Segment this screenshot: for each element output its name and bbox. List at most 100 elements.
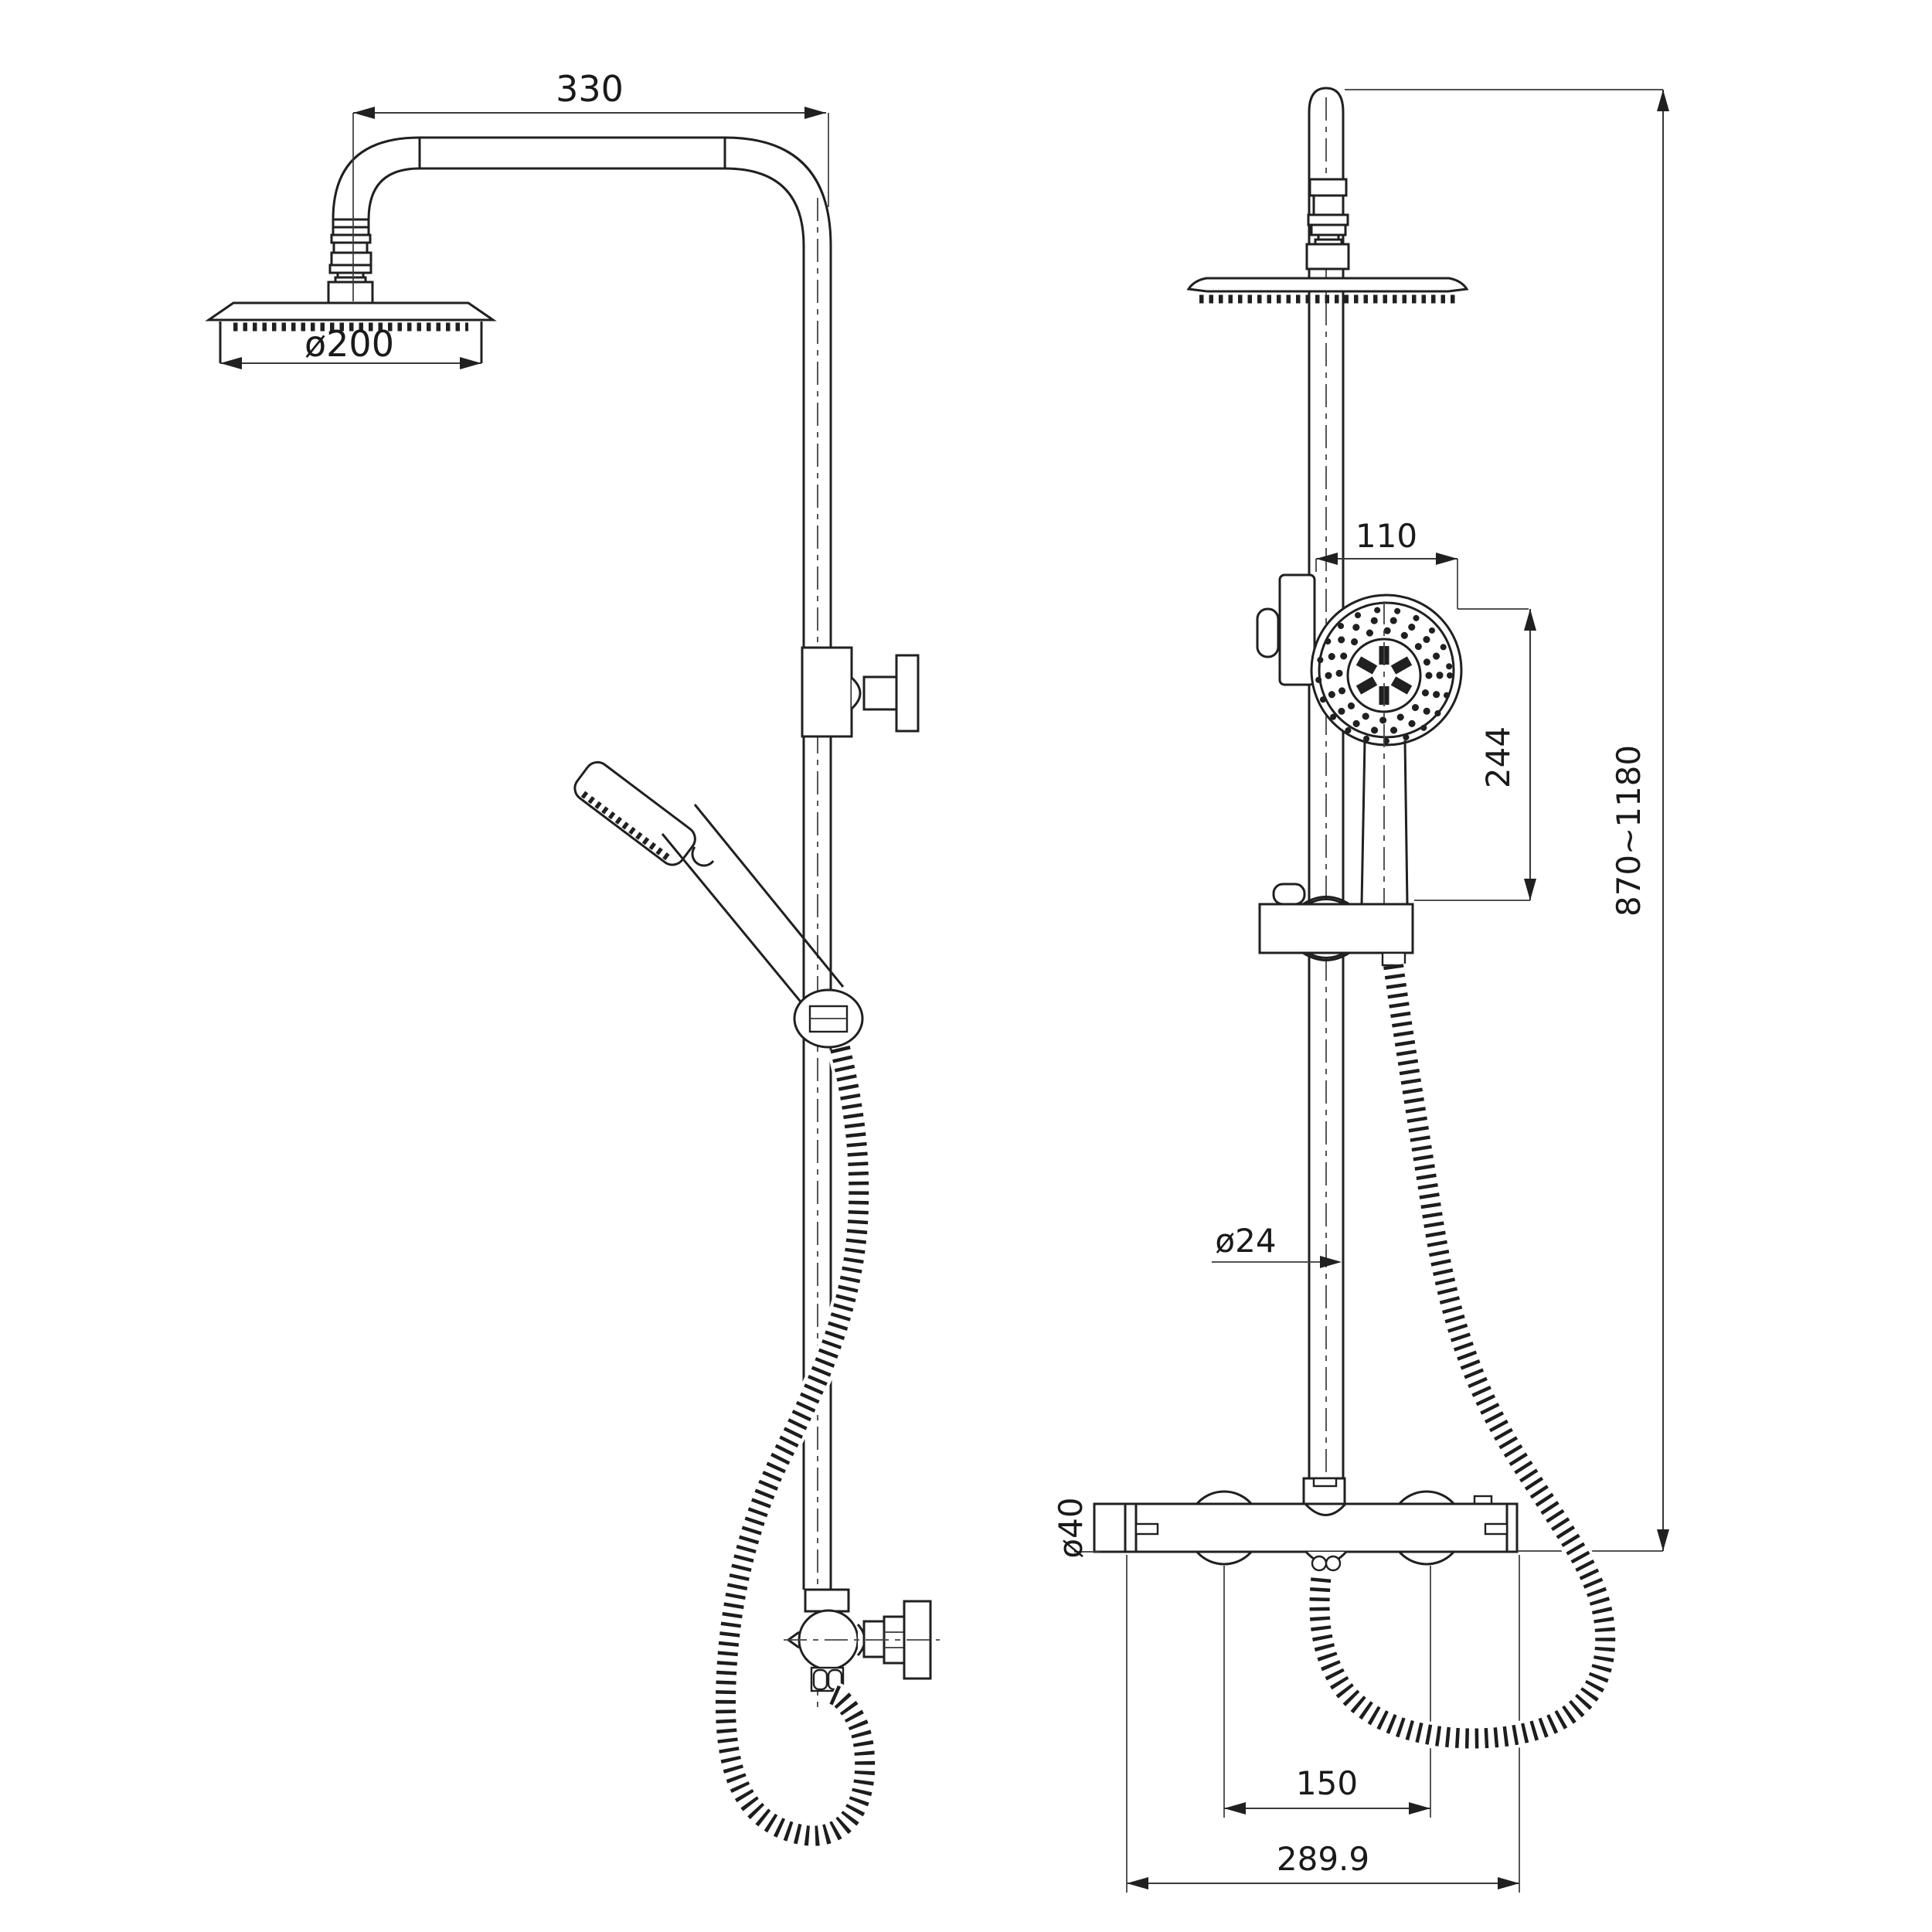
- head-outline: [573, 760, 696, 866]
- flow-handle-tab: [1484, 1522, 1509, 1536]
- dim-inlet-spacing-text: 150: [1296, 1764, 1358, 1802]
- hub-spoke: [1390, 676, 1413, 695]
- head-edge: [1186, 277, 1469, 293]
- riser-pipe-front: [1308, 87, 1345, 1502]
- outlet-nut: [1311, 1555, 1328, 1572]
- joint-band: [330, 251, 372, 267]
- rain-head-front: [1186, 277, 1469, 304]
- arm-seams: [418, 138, 726, 168]
- hand-shower-head: [573, 760, 696, 866]
- arm-bend: [367, 167, 420, 220]
- dim-arrowhead: [804, 107, 826, 119]
- hand-shower-side: [573, 760, 864, 1049]
- hub-spoke: [1355, 656, 1378, 675]
- pipe-walls: [1308, 112, 1345, 1478]
- dim-arrowhead: [460, 357, 481, 369]
- hose-mask: [1306, 963, 1619, 1752]
- dim-riser-diameter: ø24: [1212, 1222, 1342, 1268]
- shower-hose-front: [1306, 963, 1619, 1752]
- dim-valve-diameter-text: ø40: [1052, 1497, 1090, 1558]
- dim-arrowhead: [1657, 90, 1669, 111]
- knob-disc: [895, 654, 920, 733]
- hang-hook: [691, 846, 715, 867]
- dim-inlet-spacing: 150: [1223, 1566, 1431, 1818]
- dim-arrowhead: [1316, 553, 1338, 565]
- dim-overall-width: 289.9: [1126, 1555, 1520, 1893]
- head-top: [205, 301, 497, 321]
- hose-mask: [712, 1045, 879, 1849]
- dim-riser-height: 870~1180: [1345, 89, 1669, 1552]
- dim-head-diameter-text: ø200: [304, 323, 394, 365]
- dim-arrowhead: [1657, 1529, 1669, 1551]
- thermostatic-valve-front: [1093, 1477, 1519, 1572]
- knob-hex-lines: [884, 1631, 904, 1648]
- head-stem: [327, 281, 374, 304]
- dim-arm-reach-text: 330: [556, 68, 624, 110]
- diverter-valve-side: [784, 1588, 940, 1692]
- rain-head-side: ø200: [205, 301, 497, 369]
- dim-arrowhead: [1498, 1877, 1519, 1889]
- dim-handshower-offset: 110: [1315, 517, 1529, 610]
- handle-front: [1360, 740, 1409, 905]
- arm-bend: [724, 136, 832, 247]
- dim-arrowhead: [1224, 1802, 1246, 1815]
- handle-edge: [693, 804, 845, 988]
- dim-riser-height-text: 870~1180: [1610, 745, 1648, 917]
- joint-block: [1305, 243, 1350, 270]
- holder-bracket: [1278, 573, 1316, 686]
- arm-bend: [724, 167, 805, 247]
- joint-band: [1312, 194, 1345, 216]
- joint-band: [332, 241, 369, 254]
- joint-nut: [1310, 223, 1347, 236]
- bracket-body: [1258, 903, 1414, 954]
- hose-nut: [1381, 951, 1406, 967]
- grip-arc: [1302, 896, 1350, 906]
- slider-bracket-front: [1258, 883, 1414, 967]
- joint-band: [1308, 178, 1348, 197]
- dim-arrowhead: [353, 107, 375, 119]
- dim-valve-diameter: ø40: [1052, 1497, 1100, 1559]
- lock-lever: [1256, 607, 1280, 658]
- dim-arrowhead: [1436, 553, 1458, 565]
- side-view: ø200 330: [205, 68, 940, 1849]
- joint-band: [1307, 213, 1349, 226]
- hose-nut: [812, 1668, 828, 1691]
- outlet-nut: [1325, 1555, 1342, 1572]
- spray-face-dots: [580, 791, 671, 861]
- dim-arrowhead: [1524, 609, 1536, 631]
- pipe-cap: [1308, 87, 1345, 113]
- dim-riser-diameter-text: ø24: [1215, 1222, 1276, 1260]
- dim-handshower-drop: 244: [1414, 609, 1536, 901]
- slider-clamp-side: [801, 646, 920, 738]
- dim-arrowhead: [220, 357, 242, 369]
- spray-dot-ring: [1325, 616, 1444, 735]
- grip-arc: [1307, 951, 1345, 959]
- grip-arc: [1307, 898, 1345, 906]
- lock-lever: [1272, 883, 1306, 906]
- valve-body: [1093, 1502, 1519, 1553]
- dim-drop-text: 244: [1479, 726, 1517, 788]
- hub-spoke: [1390, 656, 1413, 675]
- grip-arc: [1302, 951, 1350, 961]
- knob-stem: [862, 675, 898, 711]
- dim-offset-text: 110: [1355, 517, 1417, 555]
- front-view: 110 244 ø24 ø40 870~1180: [1052, 87, 1669, 1893]
- temp-handle-tab: [1134, 1522, 1159, 1536]
- knob-stem: [862, 1620, 886, 1658]
- knob-boss: [850, 676, 862, 710]
- face-inner-ring: [1318, 601, 1455, 739]
- valve-connector: [804, 1588, 850, 1613]
- tee-step: [1312, 1477, 1338, 1488]
- swivel-joint: [327, 218, 374, 304]
- leader-arrowhead: [1320, 1256, 1342, 1268]
- dim-arrowhead: [1524, 879, 1536, 900]
- clamp-body: [801, 646, 853, 738]
- tee-throat: [1304, 1502, 1347, 1516]
- head-sides: [219, 321, 483, 363]
- shower-hose-side: [712, 1045, 879, 1849]
- dim-arrowhead: [1409, 1802, 1430, 1815]
- dim-overall-width-text: 289.9: [1277, 1840, 1369, 1878]
- arm-bend: [332, 136, 420, 220]
- dim-arrowhead: [1127, 1877, 1148, 1889]
